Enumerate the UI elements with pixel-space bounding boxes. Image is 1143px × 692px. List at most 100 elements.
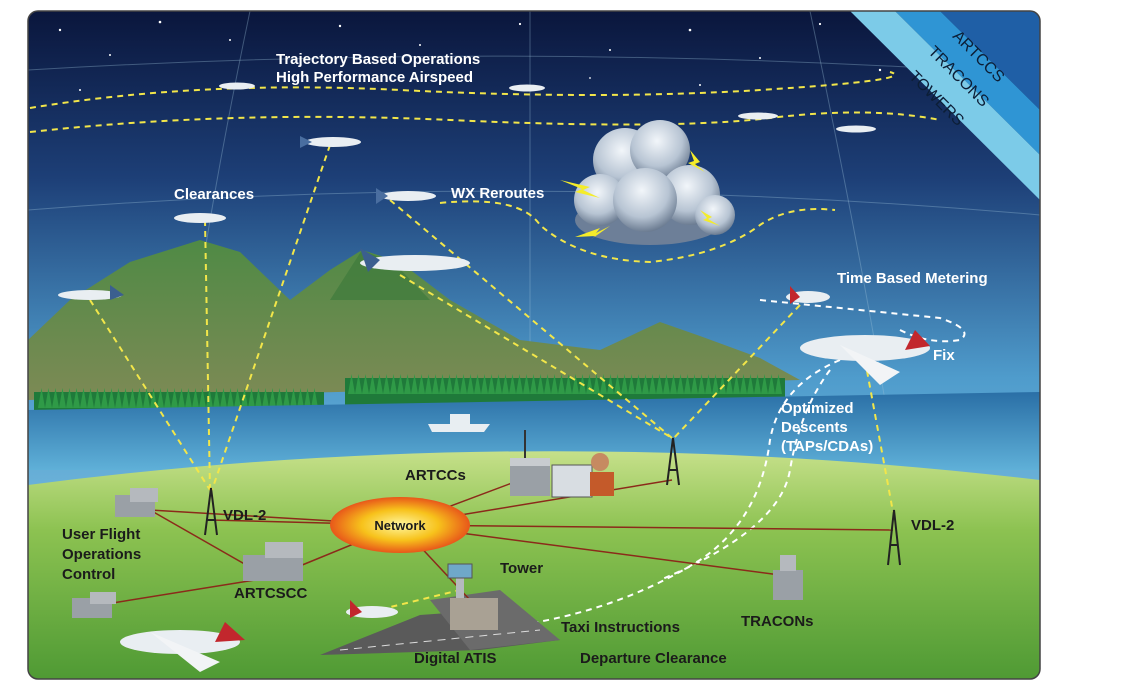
tree <box>614 374 621 394</box>
tree <box>157 388 164 408</box>
tree <box>446 374 453 394</box>
tree <box>768 374 775 394</box>
tree <box>192 388 199 408</box>
tree <box>227 388 234 408</box>
airplane-icon <box>120 622 245 672</box>
user-flight-ops-building <box>115 488 158 517</box>
tree <box>171 388 178 408</box>
tree <box>621 374 628 394</box>
tree <box>439 374 446 394</box>
tree <box>530 374 537 394</box>
tree <box>199 388 206 408</box>
tree <box>115 388 122 408</box>
descent-paths <box>519 359 841 626</box>
airplane-icon <box>346 600 398 618</box>
trajectory-paths <box>29 71 941 133</box>
tree <box>304 388 311 408</box>
storm-cloud <box>574 120 735 245</box>
digital-atis-label: Digital ATIS <box>414 650 497 667</box>
tree <box>59 388 66 408</box>
tree <box>502 374 509 394</box>
tree <box>348 374 355 394</box>
small-building <box>72 592 116 618</box>
taxi-instructions-label: Taxi Instructions <box>561 619 680 636</box>
tree <box>234 388 241 408</box>
tree <box>635 374 642 394</box>
vdl2-left-label: VDL-2 <box>223 507 266 524</box>
tree <box>376 374 383 394</box>
tracons-label: TRACONs <box>741 613 814 630</box>
lake <box>28 392 1040 470</box>
tree <box>66 388 73 408</box>
tower-building <box>447 563 498 630</box>
airplane-icon <box>300 136 361 148</box>
vdl2-tower-left <box>204 487 218 536</box>
tree <box>425 374 432 394</box>
tree <box>740 374 747 394</box>
tree <box>516 374 523 394</box>
ground <box>28 451 1040 679</box>
network-label: Network <box>374 518 426 533</box>
tree <box>311 388 318 408</box>
airplane-icon <box>800 330 930 385</box>
stars <box>58 20 882 91</box>
tree <box>453 374 460 394</box>
airplane-icon <box>509 84 545 92</box>
tree <box>390 374 397 394</box>
mountain-shadow <box>330 250 430 300</box>
tree <box>87 388 94 408</box>
tower-label: Tower <box>500 560 543 577</box>
optimized-label-line3: (TAPs/CDAs) <box>781 438 873 455</box>
vdl2-tower-right <box>887 509 901 566</box>
artcscc-building <box>243 542 303 581</box>
tree <box>754 374 761 394</box>
tree <box>355 374 362 394</box>
tree <box>565 374 572 394</box>
tree <box>691 374 698 394</box>
tree <box>411 374 418 394</box>
tree <box>509 374 516 394</box>
tree <box>383 374 390 394</box>
airplane-icon <box>836 125 876 133</box>
tree <box>537 374 544 394</box>
tree <box>551 374 558 394</box>
tree <box>698 374 705 394</box>
tree <box>248 388 255 408</box>
tree <box>136 388 143 408</box>
metering-loop <box>759 299 966 343</box>
vdl2-tower-center <box>666 437 680 486</box>
user-flight-label-line2: Operations <box>62 546 141 563</box>
tbo-label-line2: High Performance Airspeed <box>276 69 473 86</box>
airplane-icon <box>786 286 830 304</box>
tree <box>544 374 551 394</box>
tree <box>269 388 276 408</box>
facility-banner <box>850 11 1040 200</box>
airplane-icon <box>360 248 470 272</box>
tree <box>276 388 283 408</box>
tree <box>432 374 439 394</box>
tree <box>129 388 136 408</box>
tree <box>73 388 80 408</box>
tree <box>178 388 185 408</box>
tree <box>677 374 684 394</box>
optimized-label-line1: Optimized <box>781 400 854 417</box>
tbo-label-line1: Trajectory Based Operations <box>276 51 480 68</box>
tree <box>108 388 115 408</box>
optimized-label-line2: Descents <box>781 419 848 436</box>
tree <box>297 388 304 408</box>
tree <box>775 374 782 394</box>
tree <box>101 388 108 408</box>
artccs-label: ARTCCs <box>405 467 466 484</box>
tree <box>481 374 488 394</box>
tree <box>726 374 733 394</box>
tree <box>255 388 262 408</box>
tracon-building <box>773 555 803 600</box>
airplane-icon <box>219 82 255 90</box>
tree <box>418 374 425 394</box>
tree <box>712 374 719 394</box>
tree <box>761 374 768 394</box>
boat <box>428 414 490 432</box>
tree <box>656 374 663 394</box>
tree <box>663 374 670 394</box>
fix-label: Fix <box>933 347 955 364</box>
